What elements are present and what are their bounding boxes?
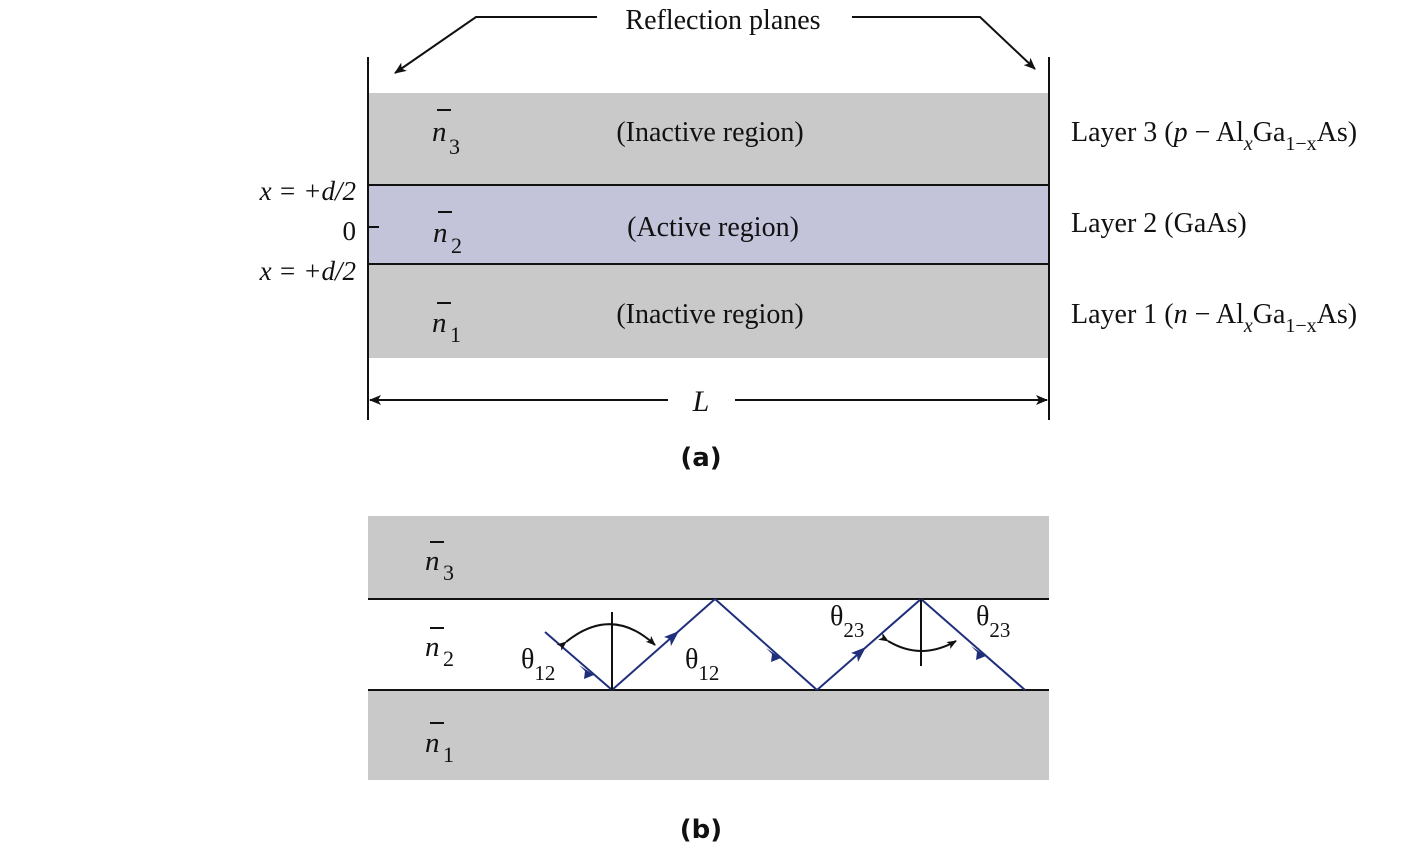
svg-text:n: n (433, 217, 448, 249)
theta23-left-label: θ23 (830, 601, 864, 642)
caption-a: (a) (680, 443, 721, 473)
axis-bottom-label: x = +d/2 (259, 256, 356, 286)
ray-direction-arrows (579, 631, 986, 679)
svg-text:1: 1 (450, 322, 461, 347)
diagram-b: n 3 n 2 n 1 (368, 516, 1049, 845)
layer2-fill (368, 185, 1049, 264)
svg-text:1: 1 (443, 742, 454, 767)
index-n3-a: n 3 (432, 109, 460, 159)
ray-arrow-2 (664, 631, 679, 646)
axis-top-label: x = +d/2 (259, 176, 356, 206)
svg-text:n: n (432, 307, 447, 339)
layer3-label: Layer 3 (p − AlxGa1−xAs) (1071, 117, 1357, 155)
top-cladding-fill (368, 516, 1049, 599)
ray-arrow-1 (579, 665, 594, 679)
index-n2-b: n 2 (425, 627, 454, 671)
svg-text:3: 3 (443, 560, 454, 585)
caption-b: (b) (680, 815, 722, 845)
inactive-region-top-label: (Inactive region) (616, 117, 803, 148)
leader-left (394, 16, 597, 74)
active-region-label: (Active region) (627, 212, 799, 243)
bottom-cladding-fill (368, 690, 1049, 780)
svg-text:n: n (425, 545, 440, 577)
index-n3-b: n 3 (425, 541, 454, 585)
svg-text:n: n (432, 116, 447, 148)
axis-zero-label: 0 (343, 216, 357, 246)
index-n1-b: n 1 (425, 722, 454, 767)
ray-segment-2 (611, 598, 716, 691)
light-ray (544, 598, 1026, 691)
ray-segment-1 (544, 631, 613, 691)
svg-text:2: 2 (443, 646, 454, 671)
ray-arrow-5 (971, 646, 986, 660)
svg-text:n: n (425, 631, 440, 663)
ray-segment-5 (920, 598, 1026, 691)
ray-segment-4 (816, 598, 922, 691)
leader-right (852, 16, 1036, 70)
angle-arc-12 (556, 623, 656, 651)
svg-text:3: 3 (449, 134, 460, 159)
index-n1-a: n 1 (432, 302, 461, 347)
angle-arc-23 (878, 632, 957, 652)
layer1-fill (368, 264, 1049, 358)
ray-segment-3 (714, 598, 818, 691)
diagram-a: Reflection planes n 3 n 2 n 1 (Inactive … (259, 5, 1358, 473)
index-n2-a: n 2 (433, 211, 462, 258)
length-label: L (692, 385, 710, 418)
svg-text:2: 2 (451, 233, 462, 258)
layer2-label: Layer 2 (GaAs) (1071, 208, 1247, 239)
layer3-fill (368, 93, 1049, 185)
theta12-right-label: θ12 (685, 644, 719, 685)
ray-arrow-4 (851, 647, 866, 662)
svg-text:n: n (425, 727, 440, 759)
ray-arrow-3 (766, 648, 781, 662)
reflection-planes-label: Reflection planes (625, 5, 820, 36)
theta23-right-label: θ23 (976, 601, 1010, 642)
theta12-left-label: θ12 (521, 644, 555, 685)
inactive-region-bottom-label: (Inactive region) (616, 299, 803, 330)
layer1-label: Layer 1 (n − AlxGa1−xAs) (1071, 299, 1357, 337)
